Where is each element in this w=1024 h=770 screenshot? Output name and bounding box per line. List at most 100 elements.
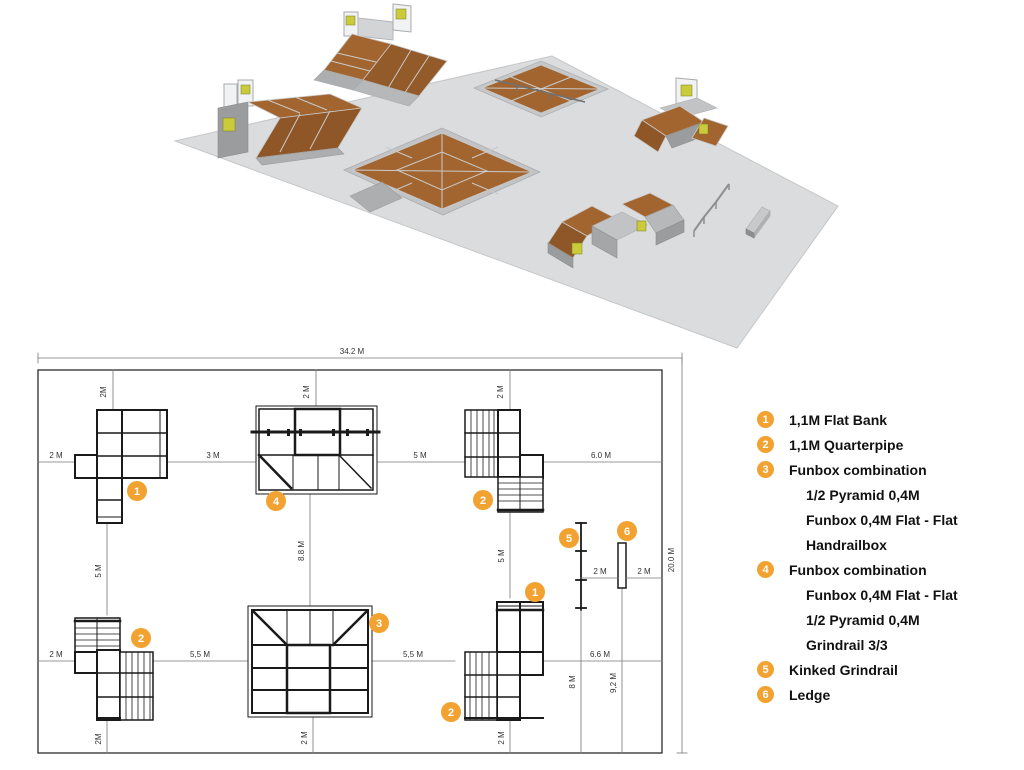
sign-sticker <box>698 123 709 135</box>
dim-ledge-height: 9,2 M <box>609 673 618 693</box>
top-offset-dim-lines <box>112 369 511 411</box>
dim-combo-bottom: 2 M <box>497 731 506 745</box>
dim-p3-bottom: 2 M <box>300 731 309 745</box>
legend-label: Kinked Grindrail <box>789 661 898 678</box>
sign-sticker <box>636 220 647 232</box>
dim-rail-ledge-gap: 2 M <box>593 567 607 576</box>
overall-dimension-lines <box>37 352 688 754</box>
plan-markers: 1 4 2 5 6 1 2 <box>127 481 637 722</box>
svg-text:1: 1 <box>134 486 140 498</box>
sign-sticker <box>680 84 693 97</box>
dim-p4-p2-gap: 5 M <box>413 451 427 460</box>
dim-center-mid: 8.8 M <box>297 541 306 561</box>
grindrail-posts <box>267 429 369 436</box>
dim-p3-combo-gap: 5,5 M <box>403 650 423 659</box>
plan-quarterpipe-bottomleft <box>73 617 154 721</box>
marker-5: 5 <box>559 528 579 548</box>
legend-badge-2: 2 <box>757 436 774 453</box>
sign-sticker <box>395 8 407 20</box>
legend-item-funbox-combo-3: 3 Funbox combination <box>752 459 1012 480</box>
dim-combo-right: 6.6 M <box>590 650 610 659</box>
bottom-dim-lines <box>37 660 663 754</box>
legend-label: Funbox combination <box>789 561 927 578</box>
sign-sticker <box>240 84 251 95</box>
3d-bank-quarterpipe-combo <box>547 192 685 269</box>
marker-2-bottomright: 2 <box>441 702 461 722</box>
dim-left-mid: 5 M <box>94 564 103 578</box>
dim-ledge-right-gap: 2 M <box>637 567 651 576</box>
legend: 1 1,1M Flat Bank 2 1,1M Quarterpipe 3 Fu… <box>752 409 1012 709</box>
legend-badge-1: 1 <box>757 411 774 428</box>
legend-badge-4: 4 <box>757 561 774 578</box>
legend-item-funbox-combo-4: 4 Funbox combination <box>752 559 1012 580</box>
dim-p1-top: 2M <box>99 386 108 397</box>
marker-1-bottomright: 1 <box>525 582 545 602</box>
dim-p2-top: 2 M <box>496 385 505 399</box>
legend-badge-6: 6 <box>757 686 774 703</box>
legend-label: 1,1M Quarterpipe <box>789 436 904 453</box>
plan-kinked-grindrail <box>575 522 587 754</box>
dim-right-mid: 5 M <box>497 549 506 563</box>
3d-pyramid-funbox <box>343 127 541 216</box>
dim-p4-top: 2 M <box>302 385 311 399</box>
legend-subitem: Handrailbox <box>806 536 887 553</box>
legend-label: Ledge <box>789 686 831 703</box>
svg-text:3: 3 <box>376 618 382 630</box>
marker-3: 3 <box>369 613 389 633</box>
dim-p2b-left: 2 M <box>49 650 63 659</box>
sign-sticker <box>222 117 236 132</box>
3d-funbox-grindrail <box>472 60 610 118</box>
svg-text:6: 6 <box>624 526 630 538</box>
legend-label: Funbox combination <box>789 461 927 478</box>
vertical-mid-dim-lines <box>106 493 511 616</box>
svg-text:4: 4 <box>273 496 280 508</box>
legend-subitem: Grindrail 3/3 <box>806 636 888 653</box>
legend-item-kinked-grindrail: 5 Kinked Grindrail <box>752 659 1012 680</box>
marker-1-topleft: 1 <box>127 481 147 501</box>
marker-2-topright: 2 <box>473 490 493 510</box>
plan-ledge <box>617 542 627 754</box>
svg-text:5: 5 <box>566 533 572 545</box>
legend-subitem: 1/2 Pyramid 0,4M <box>806 486 920 503</box>
3d-ledge <box>745 206 771 239</box>
dim-p1-p4-gap: 3 M <box>206 451 220 460</box>
legend-badge-5: 5 <box>757 661 774 678</box>
legend-label: 1,1M Flat Bank <box>789 411 888 428</box>
plan-bank-quarterpipe-combo <box>464 601 545 721</box>
dim-p2-right: 6.0 M <box>591 451 611 460</box>
legend-item-flat-bank: 1 1,1M Flat Bank <box>752 409 1012 430</box>
svg-text:2: 2 <box>480 495 486 507</box>
3d-grindrail <box>494 79 586 103</box>
dim-total-height: 20.0 M <box>667 547 676 572</box>
3d-kinked-grindrail <box>693 183 730 237</box>
plan-quarterpipe-topright <box>464 409 545 513</box>
legend-subitem: Funbox 0,4M Flat - Flat <box>806 511 958 528</box>
plan-pad-boundary <box>37 369 663 754</box>
marker-4: 4 <box>266 491 286 511</box>
marker-2-bottomleft: 2 <box>131 628 151 648</box>
legend-badge-3: 3 <box>757 461 774 478</box>
legend-item-quarterpipe: 2 1,1M Quarterpipe <box>752 434 1012 455</box>
svg-text:1: 1 <box>532 587 538 599</box>
legend-subitem: Funbox 0,4M Flat - Flat <box>806 586 958 603</box>
3d-scene <box>173 3 839 349</box>
dim-p2b-bottom: 2M <box>94 733 103 744</box>
legend-subitem: 1/2 Pyramid 0,4M <box>806 611 920 628</box>
sign-sticker <box>345 15 356 26</box>
svg-text:2: 2 <box>138 633 144 645</box>
dim-p2b-p3-gap: 5,5 M <box>190 650 210 659</box>
plan-flat-bank-topleft <box>74 409 168 524</box>
dim-total-width: 34.2 M <box>340 347 365 356</box>
sign-sticker <box>571 242 583 255</box>
plan-funbox-center <box>247 605 373 718</box>
svg-text:2: 2 <box>448 707 454 719</box>
marker-6: 6 <box>617 521 637 541</box>
3d-quarterpipe <box>633 77 729 153</box>
dim-rail-height: 8 M <box>568 675 577 689</box>
3d-flat-bank <box>217 79 364 166</box>
plan-drawing: 34.2 M 20.0 M 2M 2 M 2 M 2 M 3 M 5 M 6.0… <box>37 347 688 754</box>
legend-item-ledge: 6 Ledge <box>752 684 1012 705</box>
3d-funbox-with-signs <box>313 3 448 107</box>
